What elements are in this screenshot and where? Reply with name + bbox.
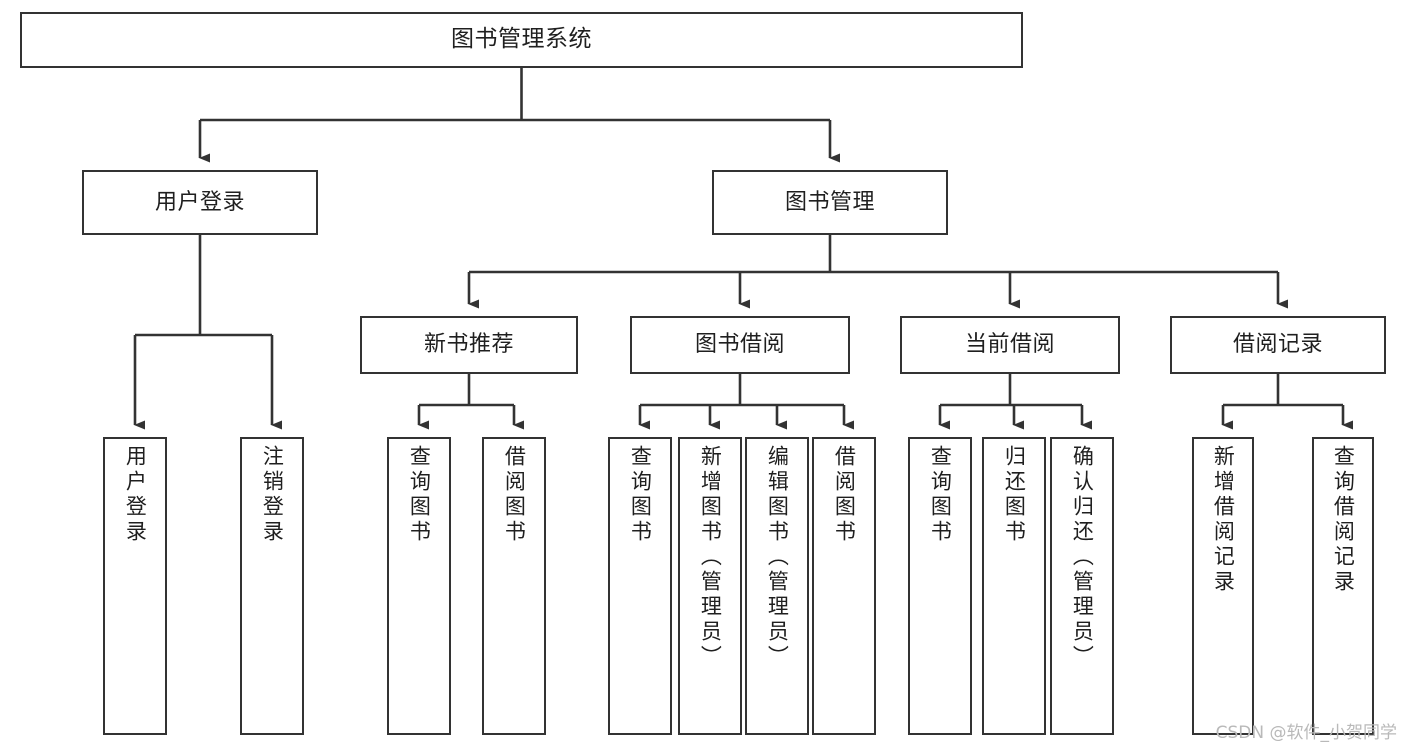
node-leaf[interactable]: 查询借阅记录 — [1312, 437, 1374, 735]
node-label: 注销登录 — [260, 445, 285, 545]
node-branch[interactable]: 新书推荐 — [360, 316, 578, 374]
node-label: 借阅图书 — [832, 445, 857, 545]
node-label: 确认归还（管理员） — [1070, 445, 1095, 670]
node-leaf[interactable]: 新增借阅记录 — [1192, 437, 1254, 735]
node-label: 查询借阅记录 — [1331, 445, 1356, 595]
node-branch[interactable]: 用户登录 — [82, 170, 318, 235]
node-label: 图书管理系统 — [451, 26, 592, 53]
node-leaf[interactable]: 归还图书 — [982, 437, 1046, 735]
node-root[interactable]: 图书管理系统 — [20, 12, 1023, 68]
node-leaf[interactable]: 新增图书（管理员） — [678, 437, 742, 735]
node-label: 查询图书 — [407, 445, 432, 545]
node-label: 归还图书 — [1002, 445, 1027, 545]
node-leaf[interactable]: 确认归还（管理员） — [1050, 437, 1114, 735]
node-leaf[interactable]: 借阅图书 — [812, 437, 876, 735]
node-leaf[interactable]: 查询图书 — [608, 437, 672, 735]
watermark-label: CSDN @软件_小贺同学 — [1215, 723, 1397, 743]
node-leaf[interactable]: 查询图书 — [387, 437, 451, 735]
node-leaf[interactable]: 注销登录 — [240, 437, 304, 735]
node-label: 借阅记录 — [1232, 332, 1323, 358]
node-label: 用户登录 — [123, 445, 148, 545]
node-branch[interactable]: 借阅记录 — [1170, 316, 1386, 374]
node-leaf[interactable]: 借阅图书 — [482, 437, 546, 735]
node-branch[interactable]: 当前借阅 — [900, 316, 1120, 374]
node-label: 图书借阅 — [694, 332, 785, 358]
node-label: 新增借阅记录 — [1211, 445, 1236, 595]
node-leaf[interactable]: 查询图书 — [908, 437, 972, 735]
node-branch[interactable]: 图书管理 — [712, 170, 948, 235]
node-label: 图书管理 — [784, 189, 875, 215]
node-leaf[interactable]: 用户登录 — [103, 437, 167, 735]
node-label: 用户登录 — [154, 189, 245, 215]
node-label: 新书推荐 — [423, 332, 514, 358]
node-label: 查询图书 — [928, 445, 953, 545]
node-label: 当前借阅 — [964, 332, 1055, 358]
node-leaf[interactable]: 编辑图书（管理员） — [745, 437, 809, 735]
node-label: 编辑图书（管理员） — [765, 445, 790, 670]
node-label: 借阅图书 — [502, 445, 527, 545]
node-branch[interactable]: 图书借阅 — [630, 316, 850, 374]
node-label: 新增图书（管理员） — [698, 445, 723, 670]
node-label: 查询图书 — [628, 445, 653, 545]
